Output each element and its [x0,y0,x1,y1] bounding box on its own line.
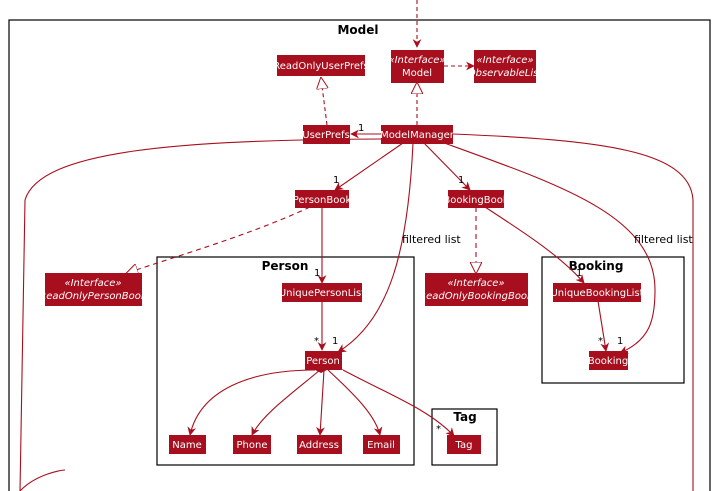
svg-text:ObservableList: ObservableList [468,68,544,79]
edge-person-name [187,366,327,436]
svg-text:Address: Address [299,440,339,451]
mult-person-star: * [314,336,319,347]
class-address: Address [297,435,342,454]
svg-text:ModelManager: ModelManager [380,130,455,141]
class-model: «Interface» Model [388,50,446,83]
class-read-only-booking-book: «Interface» ReadOnlyBookingBook [419,273,534,306]
svg-text:«Interface»: «Interface» [64,278,121,289]
class-unique-person-list: UniquePersonList [279,283,365,302]
mult-user-prefs: 1 [358,123,364,134]
edge-userprefs-realizes-readonlyuserprefs [321,78,327,126]
class-booking: Booking [588,351,628,370]
class-person-book: PersonBook [293,190,352,208]
svg-text:ReadOnlyUserPrefs: ReadOnlyUserPrefs [273,61,368,72]
edge-modelmanager-left-out-2 [19,469,66,491]
edge-modelmanager-person-filtered [337,142,414,353]
mult-booking-filtered: 1 [617,336,623,347]
edge-modelmanager-right-out [453,134,694,491]
svg-text:UniqueBookingList: UniqueBookingList [550,288,643,299]
edge-person-phone [251,362,330,436]
class-tag: Tag [447,435,481,454]
edge-person-email [319,361,383,436]
svg-text:Model: Model [402,68,432,79]
label-filtered-list-booking: filtered list [634,233,693,246]
class-observable-list: «Interface» ObservableList [468,50,544,83]
svg-text:ReadOnlyPersonBook: ReadOnlyPersonBook [39,291,148,302]
svg-text:ReadOnlyBookingBook: ReadOnlyBookingBook [419,291,534,302]
class-read-only-user-prefs: ReadOnlyUserPrefs [273,55,369,76]
svg-text:Email: Email [367,440,395,451]
edge-personbook-realizes-readonlypersonbook [127,206,311,273]
svg-text:Phone: Phone [237,440,268,451]
svg-text:Person: Person [306,356,340,367]
svg-text:«Interface»: «Interface» [447,278,504,289]
edge-modelmanager-bookingbook [424,143,470,190]
class-booking-book: BookingBook [443,190,509,208]
class-read-only-person-book: «Interface» ReadOnlyPersonBook [39,273,148,306]
package-model-title: Model [337,23,378,37]
package-model: Model [8,19,711,491]
package-tag: Tag [431,408,498,466]
svg-text:Tag: Tag [455,440,473,451]
mult-tag-star: * [436,424,441,435]
edge-person-tag [332,364,455,437]
class-name: Name [169,435,206,454]
svg-text:Name: Name [172,440,202,451]
class-model-manager: ModelManager [380,125,455,144]
mult-booking-star: * [598,336,603,347]
package-tag-title: Tag [453,410,476,424]
mult-booking-book: 1 [458,175,464,186]
class-email: Email [363,435,400,454]
svg-text:UniquePersonList: UniquePersonList [279,288,365,299]
edge-person-address [316,358,328,436]
label-filtered-list-person: filtered list [402,233,461,246]
mult-unique-booking-list: 1 [576,268,582,279]
class-unique-booking-list: UniqueBookingList [550,283,644,302]
class-person: Person [305,351,342,370]
edge-modelmanager-booking-filtered [435,139,656,354]
edge-bookingbook-uniquebookinglist [474,200,585,284]
package-person: Person [156,256,415,466]
class-user-prefs: UserPrefs [302,125,350,144]
class-phone: Phone [233,435,271,454]
svg-text:PersonBook: PersonBook [293,195,352,206]
svg-text:«Interface»: «Interface» [388,55,445,66]
mult-person-filtered: 1 [332,336,338,347]
edge-modelmanager-left-out [19,139,381,491]
mult-person-book: 1 [333,175,339,186]
mult-unique-person-list: 1 [314,268,320,279]
svg-text:UserPrefs: UserPrefs [302,130,349,141]
edge-uniquebookinglist-booking [598,301,606,351]
svg-text:BookingBook: BookingBook [443,195,508,206]
svg-text:«Interface»: «Interface» [476,55,533,66]
svg-text:Booking: Booking [588,356,628,367]
edge-modelmanager-personbook [335,143,403,190]
package-person-title: Person [262,259,309,273]
